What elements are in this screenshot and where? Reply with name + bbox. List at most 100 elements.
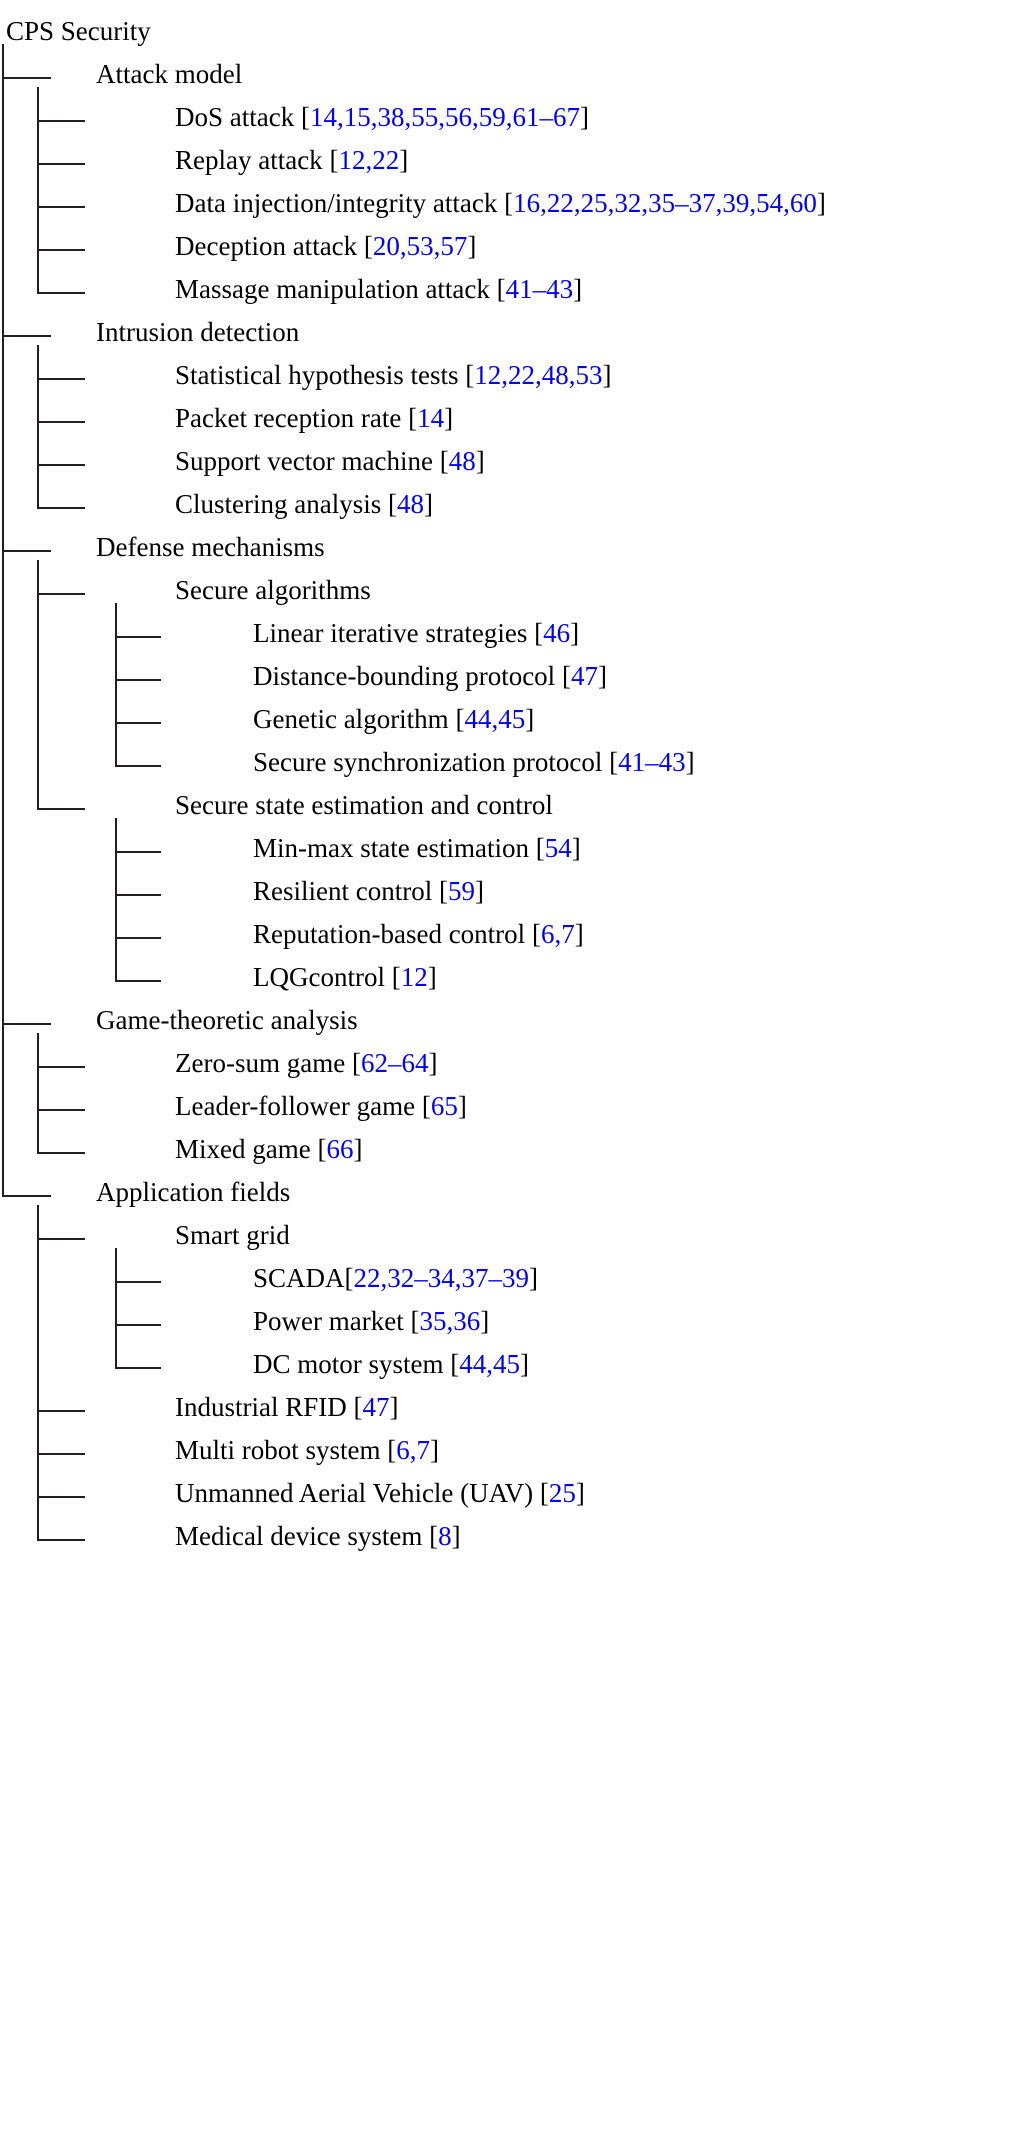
tree-connector-horizontal: [115, 765, 161, 767]
reference-bracket-open: [: [387, 1435, 397, 1465]
reference-citations: 66: [326, 1134, 354, 1164]
reference-bracket-open: [: [465, 360, 475, 390]
tree-connector-vertical: [115, 818, 117, 980]
tree-connector-horizontal: [115, 679, 161, 681]
reference-bracket-close: ]: [579, 102, 589, 132]
tree-connector-horizontal: [115, 980, 161, 982]
reference-bracket-close: ]: [399, 145, 409, 175]
reference-bracket-open: [: [353, 1392, 363, 1422]
tree-node-app-fields: Application fields: [96, 1179, 290, 1206]
reference-citations: 44,45: [464, 704, 526, 734]
tree-node-deception: Deception attack [20,53,57]: [175, 233, 476, 260]
tree-node-replay: Replay attack [12,22]: [175, 147, 408, 174]
reference-citations: 54: [544, 833, 572, 863]
tree-node-label: Game-theoretic analysis: [96, 1005, 358, 1035]
tree-connector-horizontal: [37, 1238, 85, 1240]
tree-node-industrial-rfid: Industrial RFID [47]: [175, 1394, 399, 1421]
reference-bracket-open: [: [504, 188, 514, 218]
tree-node-resilient: Resilient control [59]: [253, 878, 484, 905]
tree-node-lqg: LQGcontrol [12]: [253, 964, 437, 991]
tree-node-svm: Support vector machine [48]: [175, 448, 485, 475]
tree-node-packet-rate: Packet reception rate [14]: [175, 405, 453, 432]
tree-connector-horizontal: [37, 378, 85, 380]
reference-bracket-close: ]: [685, 747, 695, 777]
tree-node-label: Linear iterative strategies: [253, 618, 535, 648]
tree-node-label: Intrusion detection: [96, 317, 300, 347]
reference-bracket-close: ]: [574, 919, 584, 949]
tree-node-dist-bound: Distance-bounding protocol [47]: [253, 663, 607, 690]
tree-node-label: DC motor system: [253, 1349, 451, 1379]
reference-bracket-open: [: [351, 1048, 361, 1078]
tree-node-label: SCADA: [253, 1263, 345, 1293]
reference-citations: 35,36: [419, 1306, 481, 1336]
tree-node-label: Resilient control: [253, 876, 439, 906]
reference-bracket-open: [: [329, 145, 339, 175]
tree-connector-horizontal: [2, 335, 51, 337]
tree-node-label: Unmanned Aerial Vehicle (UAV): [175, 1478, 540, 1508]
tree-connector-horizontal: [37, 1109, 85, 1111]
tree-connector-horizontal: [37, 120, 85, 122]
tree-node-stat-tests: Statistical hypothesis tests [12,22,48,5…: [175, 362, 612, 389]
reference-citations: 47: [362, 1392, 390, 1422]
tree-connector-vertical: [115, 1248, 117, 1367]
reference-citations: 48: [448, 446, 476, 476]
reference-bracket-close: ]: [457, 1091, 467, 1121]
tree-node-uav: Unmanned Aerial Vehicle (UAV) [25]: [175, 1480, 585, 1507]
tree-node-label: Application fields: [96, 1177, 291, 1207]
tree-node-label: DoS attack: [175, 102, 301, 132]
reference-citations: 41–43: [618, 747, 686, 777]
reference-citations: 6,7: [540, 919, 575, 949]
reference-bracket-close: ]: [451, 1521, 461, 1551]
tree-connector-horizontal: [37, 1410, 85, 1412]
tree-node-label: Zero-sum game: [175, 1048, 352, 1078]
reference-bracket-close: ]: [573, 274, 583, 304]
reference-bracket-open: [: [344, 1263, 354, 1293]
tree-node-label: Secure state estimation and control: [175, 790, 553, 820]
reference-bracket-open: [: [363, 231, 373, 261]
tree-connector-horizontal: [37, 421, 85, 423]
tree-node-multi-robot: Multi robot system [6,7]: [175, 1437, 439, 1464]
tree-node-secure-algs: Secure algorithms: [175, 577, 371, 604]
tree-connector-horizontal: [37, 507, 85, 509]
tree-node-label: Attack model: [96, 59, 243, 89]
tree-connector-vertical: [37, 560, 39, 808]
tree-node-intrusion: Intrusion detection: [96, 319, 299, 346]
tree-node-label: Defense mechanisms: [96, 532, 325, 562]
reference-bracket-close: ]: [525, 704, 535, 734]
reference-bracket-open: [: [450, 1349, 460, 1379]
tree-node-label: Secure synchronization protocol: [253, 747, 610, 777]
reference-bracket-open: [: [496, 274, 506, 304]
tree-node-linear-iter: Linear iterative strategies [46]: [253, 620, 579, 647]
tree-node-label: Statistical hypothesis tests: [175, 360, 466, 390]
tree-node-scada: SCADA[22,32–34,37–39]: [253, 1265, 538, 1292]
tree-connector-horizontal: [37, 593, 85, 595]
tree-connector-horizontal: [115, 722, 161, 724]
tree-node-label: Smart grid: [175, 1220, 290, 1250]
reference-bracket-close: ]: [428, 1048, 438, 1078]
tree-connector-vertical: [37, 1205, 39, 1539]
tree-node-reputation: Reputation-based control [6,7]: [253, 921, 584, 948]
tree-connector-horizontal: [37, 808, 85, 810]
tree-node-label: Replay attack: [175, 145, 330, 175]
reference-bracket-close: ]: [467, 231, 477, 261]
tree-node-label: Medical device system: [175, 1521, 430, 1551]
tree-node-label: Industrial RFID: [175, 1392, 354, 1422]
tree-node-secure-state: Secure state estimation and control: [175, 792, 553, 819]
tree-connector-horizontal: [2, 550, 51, 552]
reference-citations: 20,53,57: [372, 231, 468, 261]
tree-connector-horizontal: [37, 292, 85, 294]
reference-bracket-open: [: [300, 102, 310, 132]
tree-node-mixed-game: Mixed game [66]: [175, 1136, 362, 1163]
reference-bracket-open: [: [539, 1478, 549, 1508]
tree-connector-horizontal: [37, 163, 85, 165]
tree-node-game-theory: Game-theoretic analysis: [96, 1007, 358, 1034]
reference-bracket-open: [: [421, 1091, 431, 1121]
tree-connector-horizontal: [2, 1195, 51, 1197]
tree-connector-horizontal: [115, 1367, 161, 1369]
reference-bracket-close: ]: [423, 489, 433, 519]
tree-connector-horizontal: [115, 851, 161, 853]
reference-bracket-open: [: [561, 661, 571, 691]
tree-node-label: Distance-bounding protocol: [253, 661, 562, 691]
tree-connector-horizontal: [37, 1152, 85, 1154]
tree-node-data-injection: Data injection/integrity attack [16,22,2…: [175, 190, 826, 217]
